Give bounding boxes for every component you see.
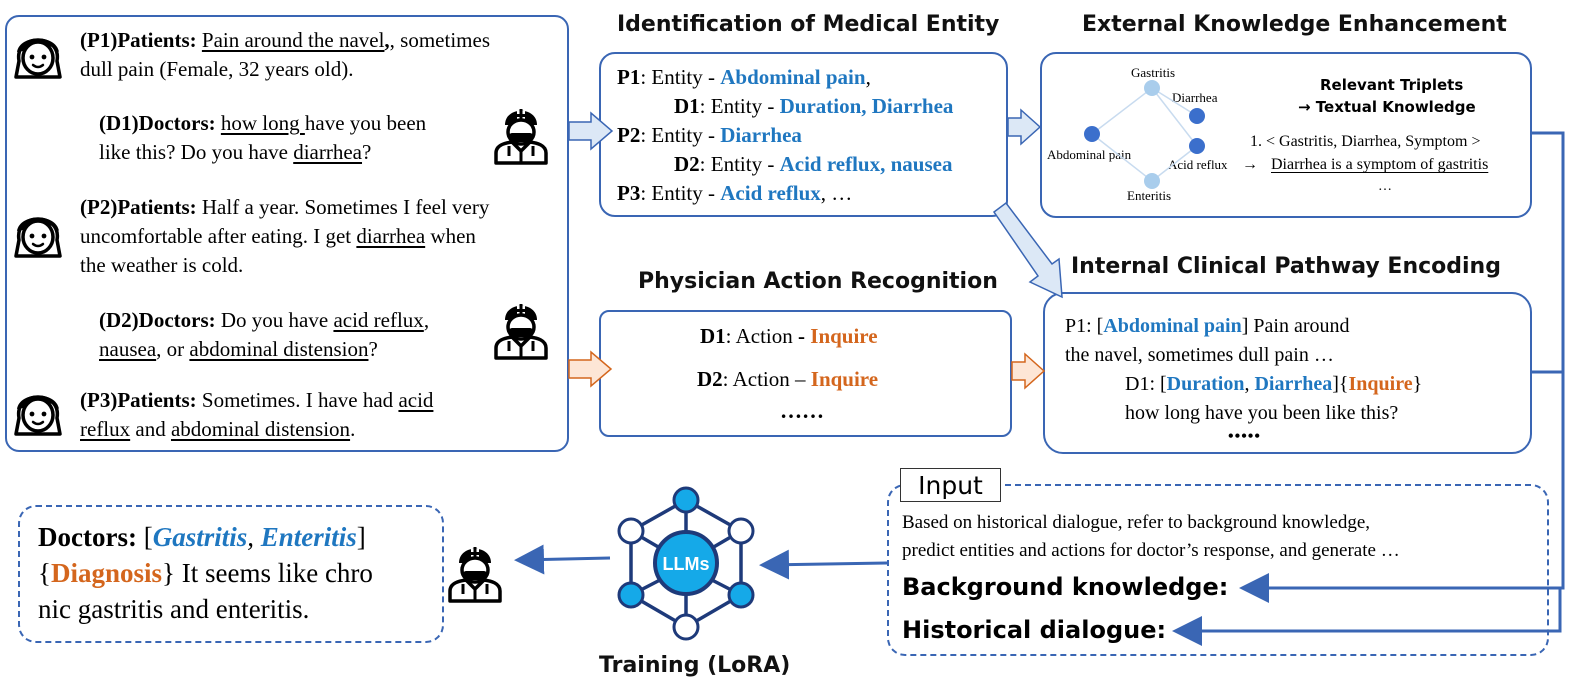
arrow-entity-to-knowledge (1007, 108, 1042, 146)
pathway-box (1043, 292, 1532, 454)
d2-text: (D2)Doctors: Do you have acid reflux, na… (99, 308, 430, 361)
node-diarrhea (1189, 108, 1205, 124)
llm-label: LLMs (663, 554, 710, 574)
patient-icon (14, 215, 62, 258)
input-box (887, 484, 1549, 656)
node-label-gastritis: Gastritis (1131, 65, 1176, 80)
action-line-1: D1: Action - Inquire (700, 324, 878, 348)
output-box (18, 505, 444, 643)
arrow-llm-to-output (514, 544, 611, 575)
arrow-entity-to-pathway (992, 201, 1063, 299)
arrow-action-to-pathway (1011, 352, 1046, 390)
triplets-heading-2: → Textual Knowledge (1298, 98, 1476, 116)
background-knowledge-label: Background knowledge: (902, 573, 1229, 601)
triplets-heading-1: Relevant Triplets (1320, 76, 1464, 94)
arrow-dialogue-to-entity (568, 111, 614, 151)
historical-dialogue-label: Historical dialogue: (902, 616, 1167, 644)
doctor-icon (494, 302, 548, 360)
doctor-icon (494, 107, 548, 165)
input-label: Input (900, 468, 1001, 502)
triplet-arrow: → (1242, 156, 1258, 173)
llm-network-icon: LLMs (617, 486, 755, 641)
node-label-enteritis: Enteritis (1127, 188, 1172, 203)
action-ellipsis: …… (780, 398, 824, 423)
knowledge-ellipsis: … (1378, 179, 1392, 194)
triplet-line: 1. < Gastritis, Diarrhea, Symptom > (1250, 133, 1481, 150)
knowledge-title: External Knowledge Enhancement (1082, 12, 1507, 37)
knowledge-graph (1084, 80, 1205, 189)
knowledge-box (1040, 52, 1532, 218)
node-gastritis (1144, 80, 1160, 96)
dialogue-box (5, 15, 569, 452)
arrow-dialogue-to-action (568, 350, 613, 388)
p1-text: (P1)Patients: Pain around the navel,, so… (80, 28, 490, 81)
training-caption: Training (LoRA) (599, 653, 791, 678)
textual-knowledge: Diarrhea is a symptom of gastritis (1271, 156, 1489, 173)
connector-pathway (1178, 370, 1563, 631)
node-enteritis (1144, 173, 1160, 189)
node-label-acid: Acid reflux (1168, 157, 1228, 172)
entity-title: Identification of Medical Entity (617, 12, 1000, 37)
action-line-2: D2: Action – Inquire (697, 367, 879, 391)
doctor-icon (448, 545, 502, 603)
output-text: Doctors: [Gastritis, Enteritis] {Diagnos… (38, 522, 373, 624)
pathway-ellipsis: ••••• (1228, 428, 1262, 445)
patient-icon (14, 36, 62, 79)
node-label-abdominal: Abdominal pain (1047, 147, 1132, 162)
p3-text: (P3)Patients: Sometimes. I have had acid… (80, 388, 434, 441)
input-instruction: Based on historical dialogue, refer to b… (902, 512, 1400, 561)
d1-text: (D1)Doctors: how long have you been like… (99, 111, 427, 164)
entity-box (599, 52, 1008, 217)
pathway-lines: P1: [Abdominal pain] Pain around the nav… (1065, 315, 1423, 424)
node-label-diarrhea: Diarrhea (1172, 90, 1218, 105)
node-abdominal-pain (1084, 126, 1100, 142)
arrow-input-to-llm (759, 549, 888, 580)
pathway-title: Internal Clinical Pathway Encoding (1071, 254, 1501, 279)
action-box (599, 310, 1012, 437)
entity-lines: P1: Entity - Abdominal pain, D1: Entity … (617, 65, 954, 205)
patient-icon (14, 393, 62, 436)
connector-knowledge (1239, 131, 1565, 603)
action-title: Physician Action Recognition (638, 269, 998, 294)
p2-text: (P2)Patients: Half a year. Sometimes I f… (80, 195, 490, 277)
node-acid-reflux (1189, 138, 1205, 154)
